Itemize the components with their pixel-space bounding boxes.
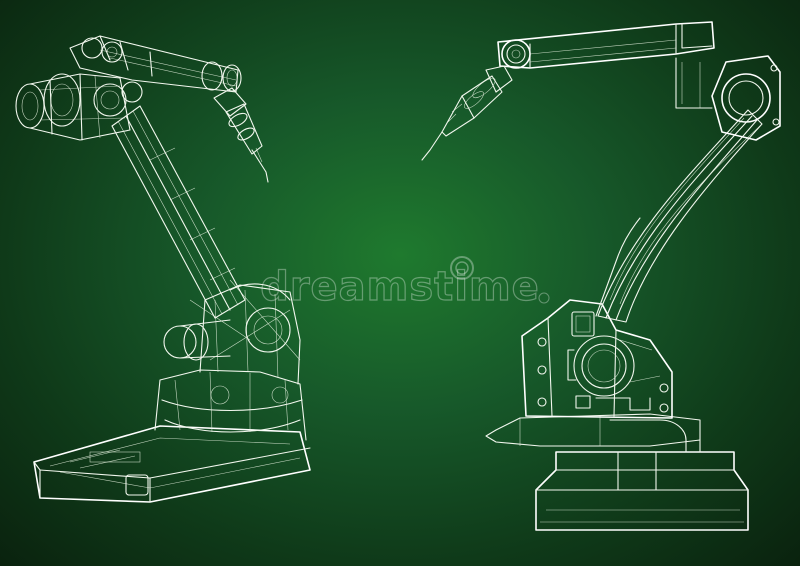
right-robot-elbow [675,55,781,141]
left-robot-lower-arm [111,105,246,319]
right-robot-upper-arm [497,21,715,69]
right-robot-lower-arm [595,109,763,323]
left-robot-body [154,279,307,441]
right-robot-body [521,299,673,419]
left-robot-arm [15,35,311,503]
left-robot-tool [213,87,269,183]
left-robot-base [33,425,311,503]
left-robot-shoulder [15,73,143,141]
watermark-text: dreamstime [260,263,540,310]
right-robot-arm [421,21,781,531]
right-robot-base [485,413,749,531]
right-robot-tool [421,65,513,161]
